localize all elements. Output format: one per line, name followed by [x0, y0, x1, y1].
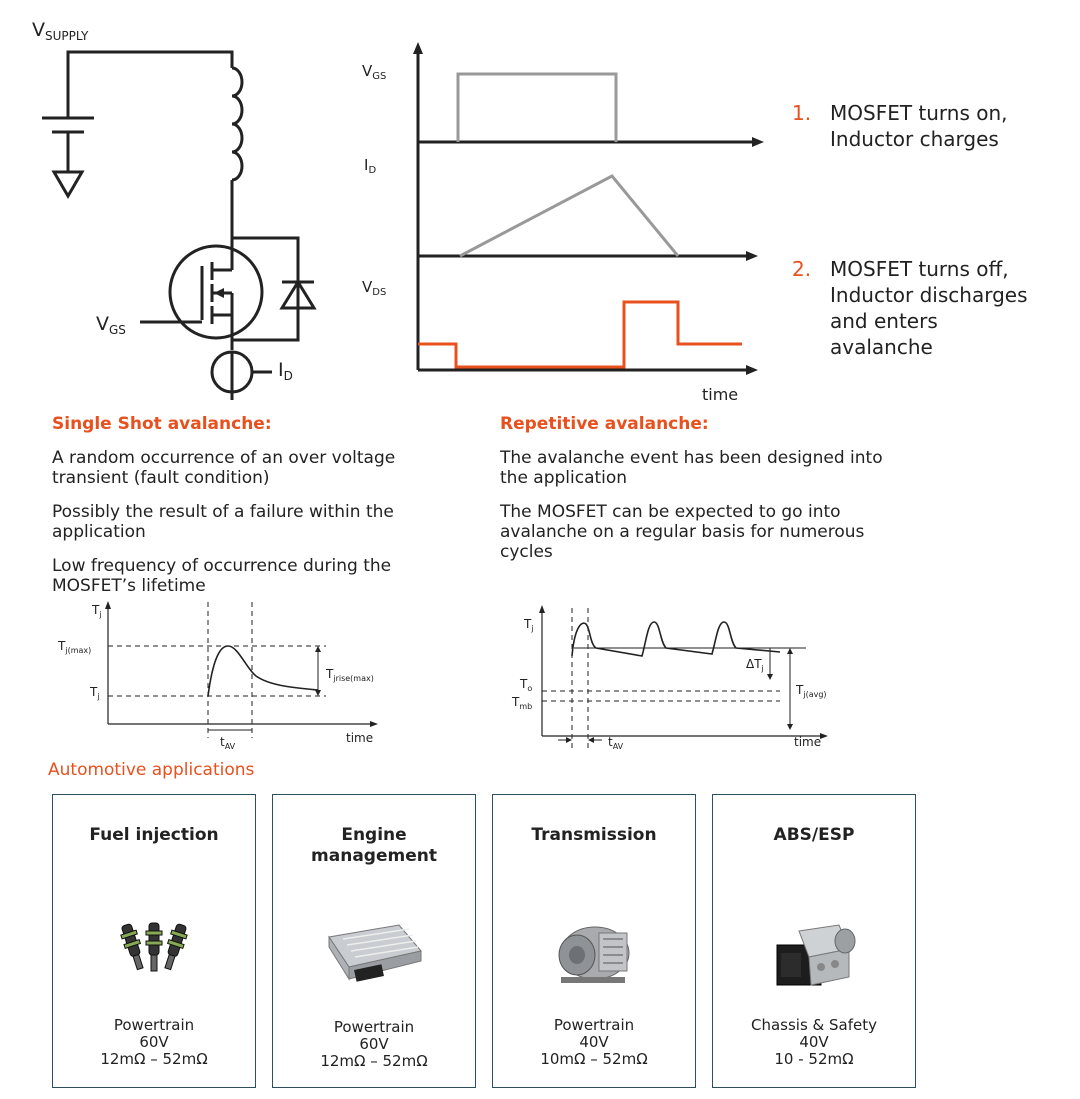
vgs-input-label: VGS: [96, 313, 126, 337]
step-2-line2: Inductor discharges: [830, 283, 1028, 307]
svg-text:Tj: Tj: [89, 685, 100, 701]
svg-text:Tj(max): Tj(max): [57, 639, 91, 655]
vsupply-label: VSUPPLY: [32, 19, 89, 43]
card-rds: 10 - 52mΩ: [774, 1050, 854, 1068]
id-sense-label: ID: [278, 359, 293, 383]
step-1-number: 1.: [792, 101, 812, 125]
step-2-number: 2.: [792, 257, 812, 281]
single-shot-para-2: Possibly the result of a failure within …: [52, 502, 394, 542]
body-diode-symbol: [279, 279, 317, 310]
svg-text:time: time: [794, 735, 821, 749]
vds-voltage-trace: [418, 300, 742, 369]
card-transmission: Transmission Powertrain 40V 10mΩ – 52mΩ: [492, 794, 696, 1088]
svg-text:time: time: [346, 731, 373, 745]
card-voltage: 40V: [799, 1033, 829, 1051]
step-1-line2: Inductor charges: [830, 127, 999, 151]
step-2-line1: MOSFET turns off,: [830, 257, 1009, 281]
card-rds: 12mΩ – 52mΩ: [100, 1050, 208, 1068]
ground-symbol: [51, 170, 85, 199]
svg-text:Tmb: Tmb: [511, 695, 532, 711]
timing-time-label: time: [702, 385, 738, 404]
card-fuel-injection: Fuel injection Powertrain 60V 12mΩ – 52m…: [52, 794, 256, 1088]
card-title: Fuel injection: [89, 825, 219, 845]
timing-id-label: ID: [364, 156, 376, 176]
svg-text:Tjrise(max): Tjrise(max): [325, 667, 374, 683]
card-voltage: 60V: [359, 1035, 389, 1053]
step-2: 2. MOSFET turns off, Inductor discharges…: [792, 256, 1028, 359]
svg-text:Tj: Tj: [91, 603, 102, 619]
abs-module-image: [776, 924, 856, 986]
step-2-line4: avalanche: [830, 335, 933, 359]
card-title: ABS/ESP: [773, 825, 855, 845]
card-engine-management: Engine management Powertrain 60V 12mΩ – …: [272, 794, 476, 1088]
card-category: Chassis & Safety: [751, 1016, 877, 1034]
automotive-heading: Automotive applications: [48, 760, 255, 780]
card-rds: 12mΩ – 52mΩ: [320, 1052, 428, 1070]
card-title-line2: management: [311, 846, 437, 866]
svg-text:To: To: [519, 677, 532, 693]
card-rds: 10mΩ – 52mΩ: [540, 1050, 648, 1068]
timing-vds-label: VDS: [362, 278, 386, 298]
fuel-injector-image: [120, 922, 188, 972]
vgs-pulse-trace: [456, 72, 618, 142]
card-category: Powertrain: [113, 1016, 195, 1034]
mosfet-circuit-diagram: VSUPPLY VGS ID: [32, 19, 317, 400]
step-2-line3: and enters: [830, 309, 938, 333]
svg-text:tAV: tAV: [220, 735, 236, 751]
card-title-line1: Engine: [341, 825, 407, 845]
card-voltage: 40V: [579, 1033, 609, 1051]
step-1-line1: MOSFET turns on,: [830, 101, 1008, 125]
card-category: Powertrain: [553, 1016, 635, 1034]
card-category: Powertrain: [333, 1018, 415, 1036]
card-title: Transmission: [531, 825, 657, 845]
single-shot-title: Single Shot avalanche:: [52, 414, 272, 434]
transmission-image: [558, 926, 630, 983]
single-shot-temperature-graph: Tj Tj(max) Tj Tjrise(max) tAV time: [57, 601, 378, 751]
card-voltage: 60V: [139, 1033, 169, 1051]
timing-diagram: VGS ID VDS time: [362, 42, 764, 404]
repetitive-temperature-graph: Tj To Tmb ΔTj Tj(avg) tAV time: [511, 605, 828, 751]
svg-text:tAV: tAV: [608, 735, 624, 751]
svg-text:Tj(avg): Tj(avg): [795, 683, 827, 699]
mosfet-symbol: [140, 244, 264, 350]
card-abs-esp: ABS/ESP Chassis & Safety 40V 10 - 52mΩ: [712, 794, 916, 1088]
step-1: 1. MOSFET turns on, Inductor charges: [792, 100, 1008, 151]
ecu-module-image: [328, 924, 422, 982]
repetitive-title: Repetitive avalanche:: [500, 414, 709, 434]
current-sensor-symbol: [210, 350, 272, 400]
timing-vgs-label: VGS: [362, 62, 386, 82]
id-current-trace: [459, 174, 680, 258]
svg-text:Tj: Tj: [523, 617, 534, 633]
svg-text:ΔTj: ΔTj: [746, 657, 764, 673]
repetitive-para-1: The avalanche event has been designed in…: [500, 448, 883, 488]
inductor-symbol: [231, 66, 244, 182]
